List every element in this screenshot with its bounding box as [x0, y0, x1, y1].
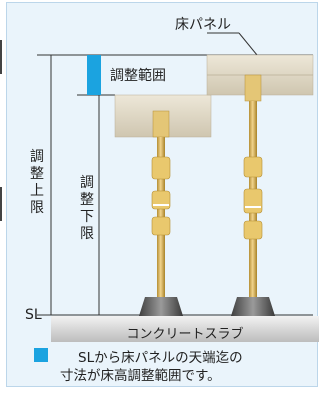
left-base: [139, 297, 183, 316]
adjust-lower-label: 調整下限: [80, 175, 94, 242]
left-edge-mark-top: [0, 40, 2, 74]
left-top-nut: [152, 110, 170, 138]
right-base: [231, 297, 275, 316]
note-line-2: 寸法が床高調整範囲です。: [60, 368, 221, 384]
right-top-nut: [244, 74, 262, 102]
floor-panel-label: 床パネル: [175, 17, 231, 33]
adjust-upper-label: 調整上限: [30, 149, 44, 216]
left-coupler-lower: [151, 216, 171, 236]
panel-leader-diag: [238, 32, 258, 56]
floor-height-diagram: [37, 32, 319, 342]
diagram-frame: 床パネル 調整範囲 調整上限 調整下限 SL コンクリートスラブ: [6, 2, 319, 387]
left-coupler-upper: [151, 156, 171, 180]
adjust-range-marker: [87, 55, 101, 95]
right-coupler-middle: [243, 188, 263, 214]
sl-label: SL: [25, 307, 42, 323]
right-pedestal: [206, 54, 314, 316]
adjust-range-label: 調整範囲: [110, 68, 166, 84]
note-legend-swatch: [34, 348, 48, 362]
note-line-1: SLから床パネルの天端迄の: [78, 350, 243, 366]
concrete-slab: [51, 316, 319, 342]
left-coupler-middle: [151, 190, 171, 210]
left-edge-mark-bottom: [0, 187, 2, 221]
left-pedestal: [114, 94, 212, 316]
concrete-slab-label: コンクリートスラブ: [126, 327, 244, 342]
right-coupler-lower: [243, 220, 263, 240]
right-coupler-upper: [243, 156, 263, 178]
